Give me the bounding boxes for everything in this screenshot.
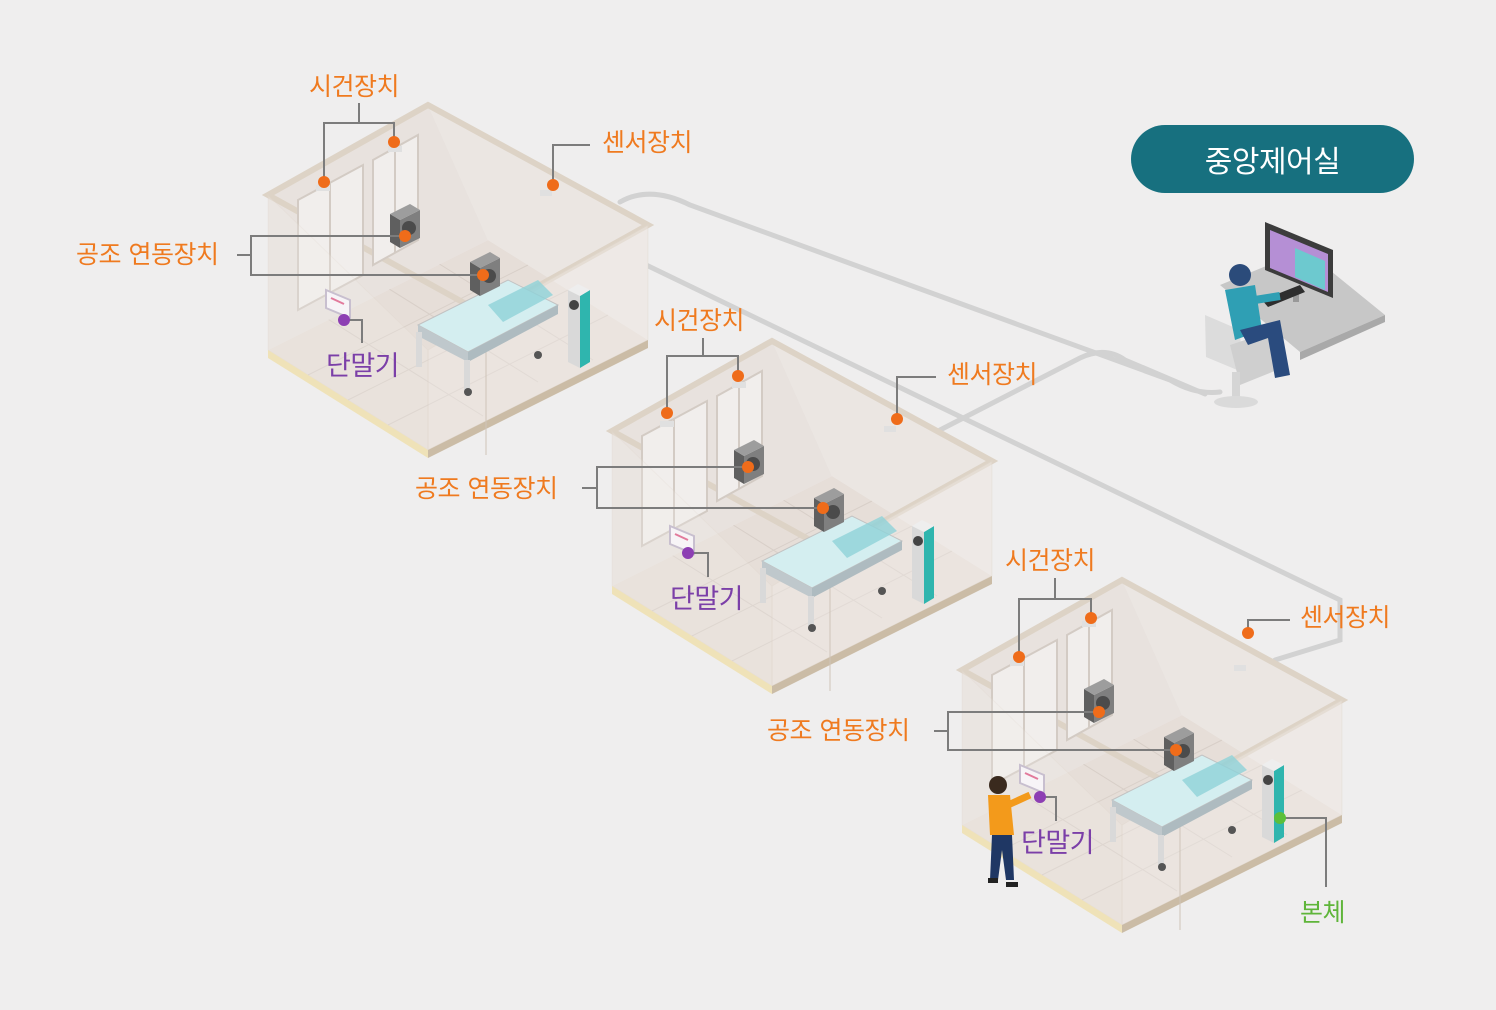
- hvac-link-marker: [1170, 744, 1182, 756]
- sensor-device-label: 센서장치: [947, 360, 1038, 389]
- hvac-link-marker: [1093, 706, 1105, 718]
- hvac-link-device-label: 공조 연동장치: [415, 474, 558, 503]
- sensor-marker: [1242, 627, 1254, 639]
- person-icon: [988, 776, 1032, 887]
- hvac-device-marker: [732, 370, 744, 382]
- hvac-device-marker: [1013, 651, 1025, 663]
- hvac-device-marker: [318, 176, 330, 188]
- room-2: [612, 341, 992, 694]
- terminal-marker: [1034, 791, 1046, 803]
- sensor-device-label: 센서장치: [1300, 603, 1391, 632]
- sensor-device-label: 센서장치: [602, 128, 693, 157]
- main-unit-marker: [1274, 812, 1286, 824]
- central-control-room-badge: 중앙제어실: [1131, 125, 1414, 193]
- hvac-device-label: 시건장치: [654, 306, 745, 335]
- callout-lines: [237, 103, 1327, 887]
- control-room-workstation: [1205, 222, 1385, 408]
- device-markers: [318, 136, 1286, 824]
- hvac-device-marker: [388, 136, 400, 148]
- sensor-marker: [891, 413, 903, 425]
- hvac-device-label: 시건장치: [1005, 546, 1096, 575]
- hvac-link-device-label: 공조 연동장치: [767, 716, 910, 745]
- hvac-link-marker: [399, 230, 411, 242]
- terminal-label: 단말기: [326, 351, 400, 382]
- hvac-link-device-label: 공조 연동장치: [76, 240, 219, 269]
- hvac-link-marker: [742, 461, 754, 473]
- hvac-link-marker: [477, 269, 489, 281]
- terminal-label: 단말기: [670, 584, 744, 615]
- terminal-label: 단말기: [1021, 828, 1095, 859]
- sensor-marker: [547, 179, 559, 191]
- hvac-link-marker: [817, 502, 829, 514]
- terminal-marker: [338, 314, 350, 326]
- terminal-marker: [682, 547, 694, 559]
- hvac-device-marker: [661, 407, 673, 419]
- hvac-device-marker: [1085, 612, 1097, 624]
- main-unit-label: 본체: [1300, 898, 1346, 927]
- network-lines: [617, 191, 1343, 663]
- hvac-device-label: 시건장치: [309, 72, 400, 101]
